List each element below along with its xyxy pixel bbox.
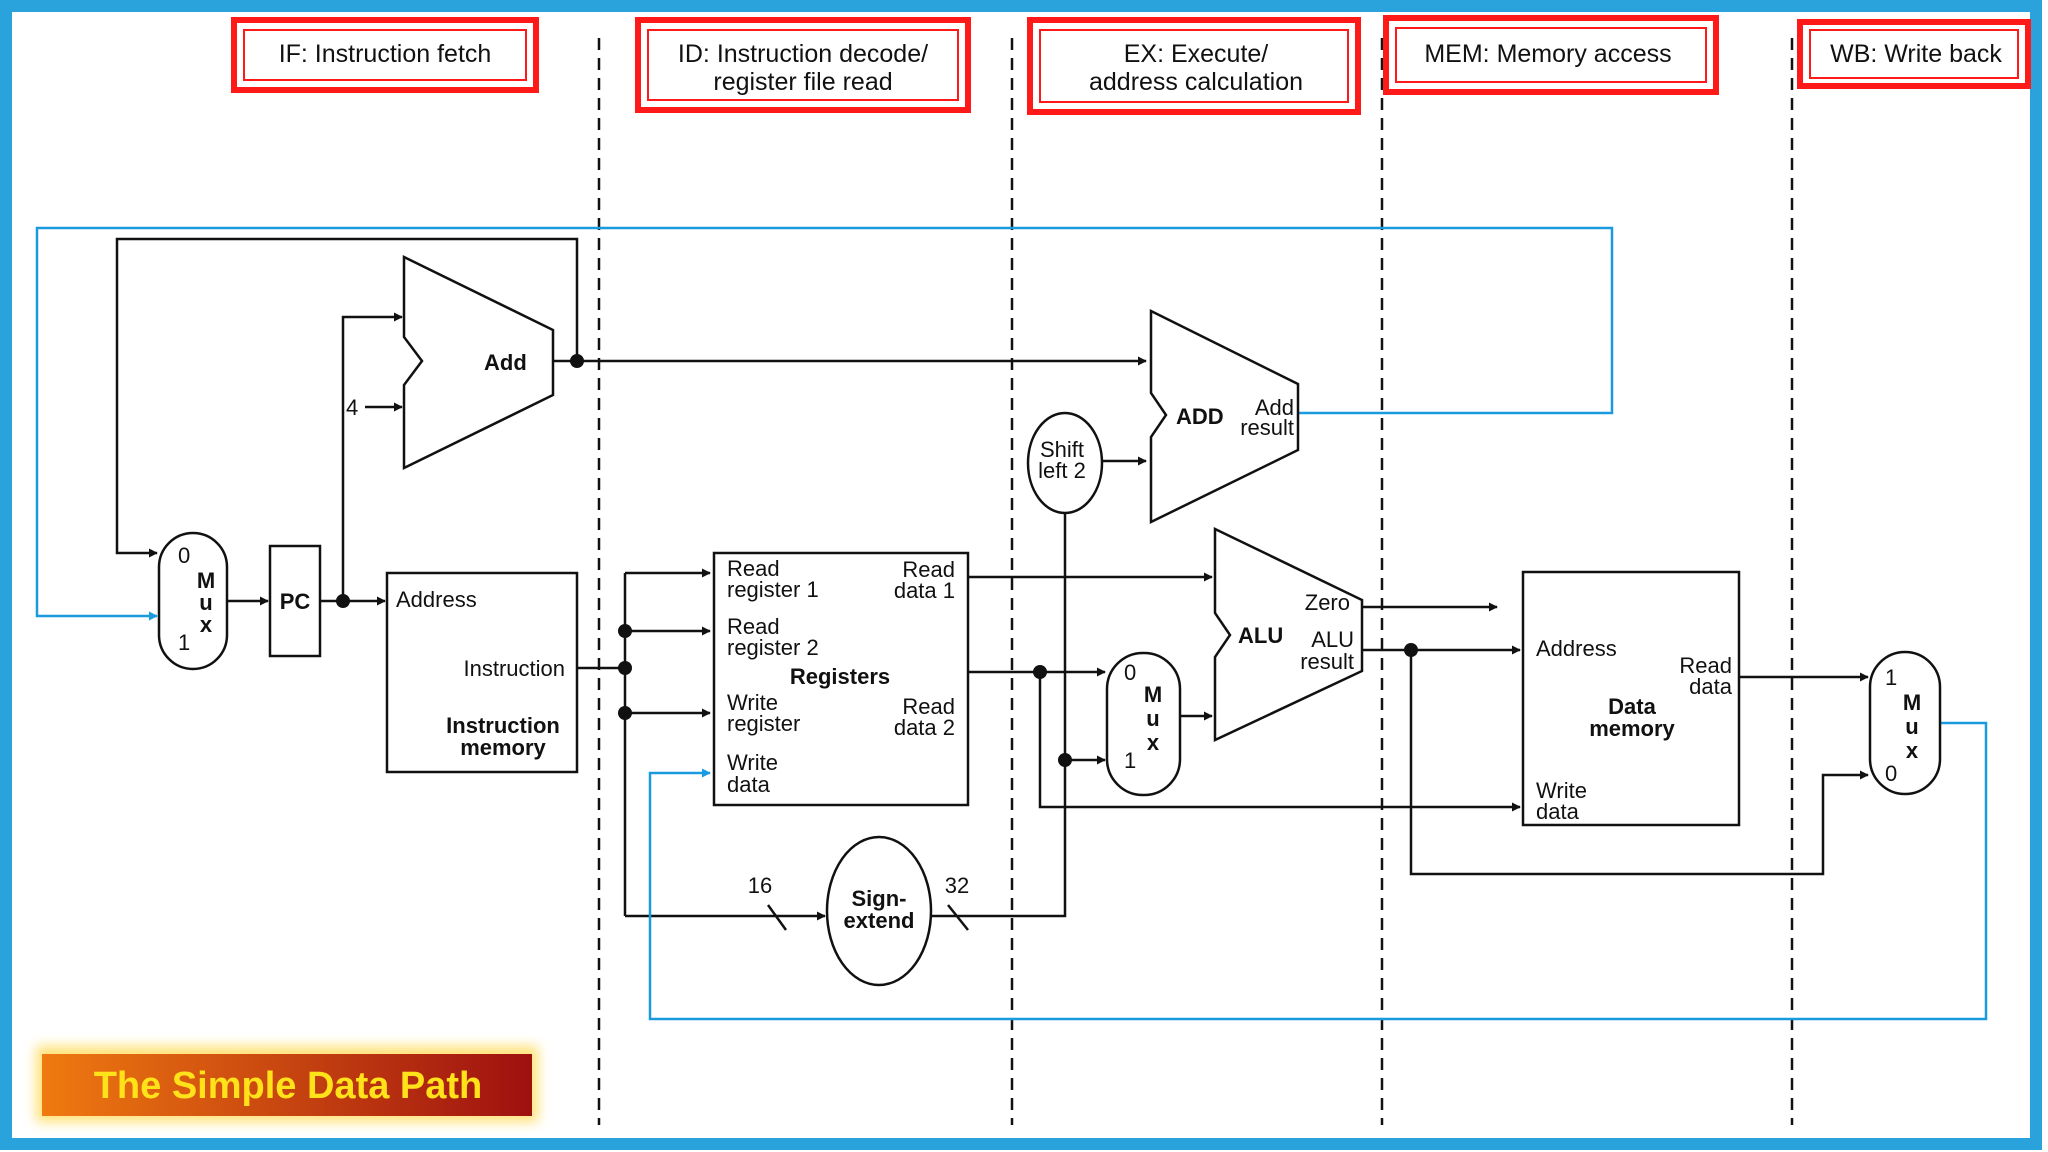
reg-write-data-line1: Write bbox=[727, 750, 778, 775]
branch-adder-label: ADD bbox=[1176, 404, 1224, 429]
reg-write-data-line2: data bbox=[727, 772, 771, 797]
pc-mux-letter-u: u bbox=[199, 590, 212, 615]
data-mem-write-data-line2: data bbox=[1536, 799, 1580, 824]
branch-adder-result-line2: result bbox=[1240, 415, 1294, 440]
sign-extend-line2: extend bbox=[844, 908, 915, 933]
instr-mem-address-label: Address bbox=[396, 587, 477, 612]
alu-mux-letter-m: M bbox=[1144, 682, 1162, 707]
data-mem-read-data-line2: data bbox=[1689, 674, 1733, 699]
pc-mux: 0 M u x 1 bbox=[157, 531, 229, 671]
data-mem-read-data-line1: Read bbox=[1679, 653, 1732, 678]
reg-read-register1-line1: Read bbox=[727, 556, 780, 581]
pc-adder-label: Add bbox=[484, 350, 527, 375]
stage-dividers bbox=[597, 38, 1794, 1125]
pc-mux-input1-label: 1 bbox=[178, 630, 190, 655]
shift-left-line1: Shift bbox=[1040, 437, 1084, 462]
instr-mem-name-line2: memory bbox=[460, 735, 546, 760]
alu-result-line1: ALU bbox=[1311, 627, 1354, 652]
instruction-memory: Address Instruction Instruction memory bbox=[385, 571, 579, 774]
wb-mux-input0-label: 0 bbox=[1885, 761, 1897, 786]
reg-read-register2-line1: Read bbox=[727, 614, 780, 639]
sign-extend-input-bits: 16 bbox=[748, 873, 772, 898]
stage-id-box: ID: Instruction decode/ register file re… bbox=[635, 17, 971, 113]
reg-read-data1-line1: Read bbox=[902, 557, 955, 582]
pc-mux-input0-label: 0 bbox=[178, 543, 190, 568]
stage-mem-box: MEM: Memory access bbox=[1383, 15, 1719, 95]
data-mem-name-line1: Data bbox=[1608, 694, 1656, 719]
pc-adder: Add bbox=[402, 254, 555, 471]
wire-junctions bbox=[336, 354, 1418, 767]
alu-mux-letter-x: x bbox=[1147, 730, 1160, 755]
stage-ex-label-line1: EX: Execute/ bbox=[1124, 40, 1269, 68]
alu-mux-letter-u: u bbox=[1146, 706, 1159, 731]
reg-write-register-line1: Write bbox=[727, 690, 778, 715]
alu-mux-input1-label: 1 bbox=[1124, 748, 1136, 773]
registers-name: Registers bbox=[790, 664, 890, 689]
alu-label: ALU bbox=[1238, 623, 1283, 648]
alu-result-line2: result bbox=[1300, 649, 1354, 674]
register-file: Read register 1 Read register 2 Write re… bbox=[712, 551, 970, 807]
sign-extend-output-bits: 32 bbox=[945, 873, 969, 898]
pc-mux-letter-m: M bbox=[197, 568, 215, 593]
alu-mux-input0-label: 0 bbox=[1124, 660, 1136, 685]
stage-ex-label-line2: address calculation bbox=[1089, 68, 1303, 96]
data-mem-write-data-line1: Write bbox=[1536, 778, 1587, 803]
data-memory: Address Read data Data memory Write data bbox=[1521, 570, 1741, 827]
data-mem-name-line2: memory bbox=[1589, 716, 1675, 741]
branch-adder-result-line1: Add bbox=[1255, 395, 1294, 420]
reg-read-data1-line2: data 1 bbox=[894, 578, 955, 603]
sign-extend-line1: Sign- bbox=[852, 886, 907, 911]
instr-mem-name-line1: Instruction bbox=[446, 713, 560, 738]
feedback-wires bbox=[35, 226, 1988, 1021]
branch-adder: ADD Add result bbox=[1149, 308, 1300, 525]
instr-mem-instruction-label: Instruction bbox=[464, 656, 566, 681]
data-mem-address-label: Address bbox=[1536, 636, 1617, 661]
alu-zero-label: Zero bbox=[1305, 590, 1350, 615]
writeback-mux: 1 M u x 0 bbox=[1868, 650, 1942, 796]
pc-mux-letter-x: x bbox=[200, 612, 213, 637]
title-badge: The Simple Data Path bbox=[36, 1046, 538, 1122]
shift-left-2: Shift left 2 bbox=[1026, 411, 1104, 515]
constant-four-label: 4 bbox=[346, 395, 358, 420]
reg-read-register1-line2: register 1 bbox=[727, 577, 819, 602]
alu-src-mux: 0 M u x 1 bbox=[1105, 651, 1182, 797]
title-text: The Simple Data Path bbox=[94, 1065, 483, 1107]
stage-wb-box: WB: Write back bbox=[1797, 19, 2031, 89]
reg-read-data2-line2: data 2 bbox=[894, 715, 955, 740]
pc-label: PC bbox=[280, 589, 311, 614]
sign-extend: Sign- extend bbox=[825, 835, 933, 987]
alu: ALU Zero ALU result bbox=[1213, 527, 1364, 742]
pc-register: PC bbox=[268, 544, 322, 658]
stage-mem-label: MEM: Memory access bbox=[1424, 40, 1671, 68]
stage-if-label: IF: Instruction fetch bbox=[279, 40, 492, 68]
wb-mux-letter-u: u bbox=[1905, 714, 1918, 739]
reg-read-register2-line2: register 2 bbox=[727, 635, 819, 660]
stage-id-label-line1: ID: Instruction decode/ bbox=[678, 40, 928, 68]
wb-mux-input1-label: 1 bbox=[1885, 665, 1897, 690]
wb-mux-letter-x: x bbox=[1906, 738, 1919, 763]
reg-read-data2-line1: Read bbox=[902, 694, 955, 719]
stage-if-box: IF: Instruction fetch bbox=[231, 17, 539, 93]
stage-ex-box: EX: Execute/ address calculation bbox=[1027, 17, 1361, 115]
stage-wb-label: WB: Write back bbox=[1830, 40, 2002, 68]
shift-left-line2: left 2 bbox=[1038, 458, 1086, 483]
reg-write-register-line2: register bbox=[727, 711, 800, 736]
stage-id-label-line2: register file read bbox=[713, 68, 892, 96]
wb-mux-letter-m: M bbox=[1903, 690, 1921, 715]
